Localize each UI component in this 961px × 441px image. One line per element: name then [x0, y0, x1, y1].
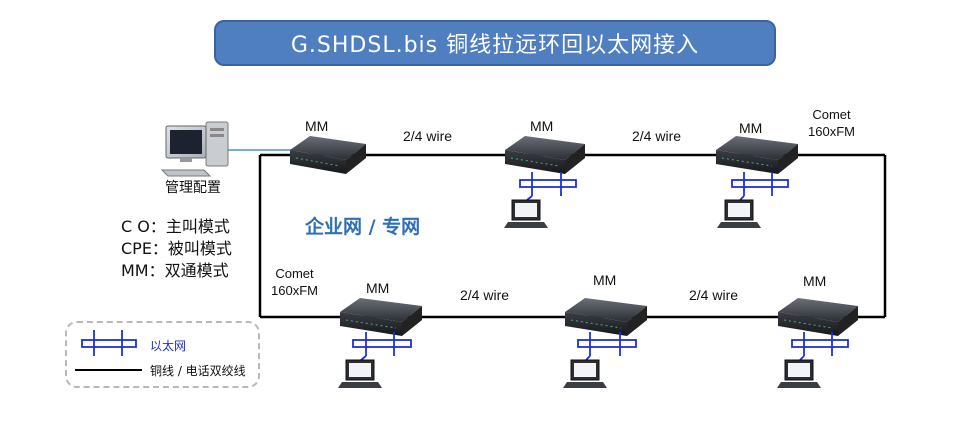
legend-ethernet-label: 以太网: [150, 339, 187, 353]
device-bottom-1: [340, 298, 422, 336]
mode-co-label: C O：主叫模式: [121, 217, 230, 236]
laptop-icon-bottom-2: [563, 359, 607, 388]
ethernet-bus-bottom-2: [577, 332, 637, 361]
comet-label-top-line1: Comet: [812, 107, 851, 122]
device-label-top-3: MM: [739, 120, 763, 136]
comet-label-top: Comet 160xFM: [808, 106, 855, 140]
device-label-top-1: MM: [305, 118, 329, 134]
ethernet-bus-top-3: [731, 172, 789, 201]
legend-copper-label: 铜线 / 电话双绞线: [150, 364, 246, 378]
comet-label-bottom-line1: Comet: [275, 266, 314, 281]
wire-label-bottom-1: 2/4 wire: [460, 287, 510, 303]
device-label-top-2: MM: [530, 118, 554, 134]
device-bottom-3: [778, 298, 858, 336]
laptop-icon-top-3: [717, 199, 761, 228]
management-label: 管理配置: [165, 180, 221, 196]
device-label-bottom-1: MM: [366, 280, 390, 296]
device-top-1: [290, 136, 366, 174]
legend-box: [65, 321, 260, 388]
mode-mm-label: MM：双通模式: [121, 261, 229, 280]
device-bottom-2: [565, 298, 647, 336]
network-label: 企业网 / 专网: [305, 216, 421, 238]
ethernet-bus-bottom-1: [352, 332, 412, 361]
wire-label-top-2: 2/4 wire: [632, 128, 682, 144]
comet-label-top-line2: 160xFM: [808, 124, 855, 139]
mode-cpe-label: CPE：被叫模式: [121, 239, 232, 258]
wire-label-top-1: 2/4 wire: [403, 128, 453, 144]
laptop-icon-top-2: [504, 199, 548, 228]
device-label-bottom-3: MM: [803, 273, 827, 289]
management-pc-icon: [160, 121, 229, 177]
wire-label-bottom-2: 2/4 wire: [689, 287, 739, 303]
laptop-icon-bottom-3: [777, 359, 821, 388]
legend-ethernet-symbol: [81, 330, 137, 356]
comet-label-bottom-line2: 160xFM: [271, 283, 318, 298]
ethernet-bus-top-2: [519, 172, 577, 201]
title-banner: G.SHDSL.bis 铜线拉远环回以太网接入: [214, 20, 776, 66]
laptop-icon-bottom-1: [338, 359, 382, 388]
ethernet-bus-bottom-3: [791, 332, 849, 361]
device-label-bottom-2: MM: [593, 272, 617, 288]
device-top-2: [505, 136, 585, 174]
device-top-3: [716, 136, 798, 174]
comet-label-bottom: Comet 160xFM: [271, 265, 318, 299]
